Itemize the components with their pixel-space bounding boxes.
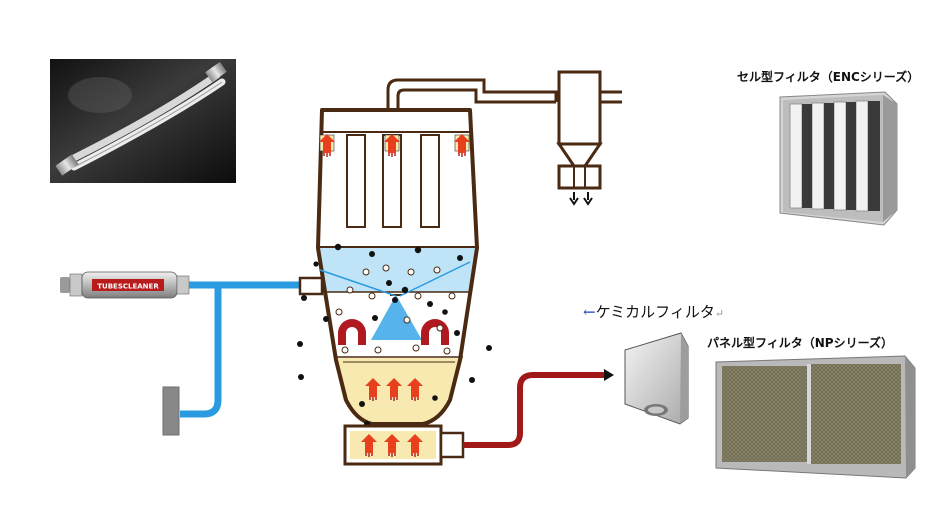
tubes-cleaner-unit: TUBESCLEANER [60, 271, 190, 299]
left-arrow-icon: ← [583, 303, 596, 321]
fluid-bed-vessel [316, 108, 479, 426]
flow-arrow-icon [569, 192, 579, 206]
top-duct [386, 78, 622, 110]
chemical-filter-label: ←ケミカルフィルタ↵ [583, 301, 724, 322]
upper-flow-arrows [318, 133, 471, 158]
panel-filter-label: パネル型フィルタ（NPシリーズ） [707, 336, 893, 350]
cell-filter-photo [779, 91, 898, 226]
tubecleaner-brand-label: TUBESCLEANER [97, 283, 159, 291]
return-mark-icon: ↵ [714, 307, 725, 320]
air-supply-pipe [162, 276, 324, 436]
panel-filter-photo [715, 355, 916, 479]
cell-filter-label: セル型フィルタ（ENCシリーズ） [737, 70, 920, 84]
chemical-filter-unit [624, 332, 689, 425]
chemical-filter-text: ケミカルフィルタ [595, 303, 715, 321]
particles [297, 243, 492, 427]
cyclone-collector [556, 70, 622, 206]
bottom-heater-box [343, 424, 465, 466]
droplets [335, 264, 456, 355]
tube-product-photo [50, 59, 236, 183]
exhaust-pipe [463, 369, 614, 448]
